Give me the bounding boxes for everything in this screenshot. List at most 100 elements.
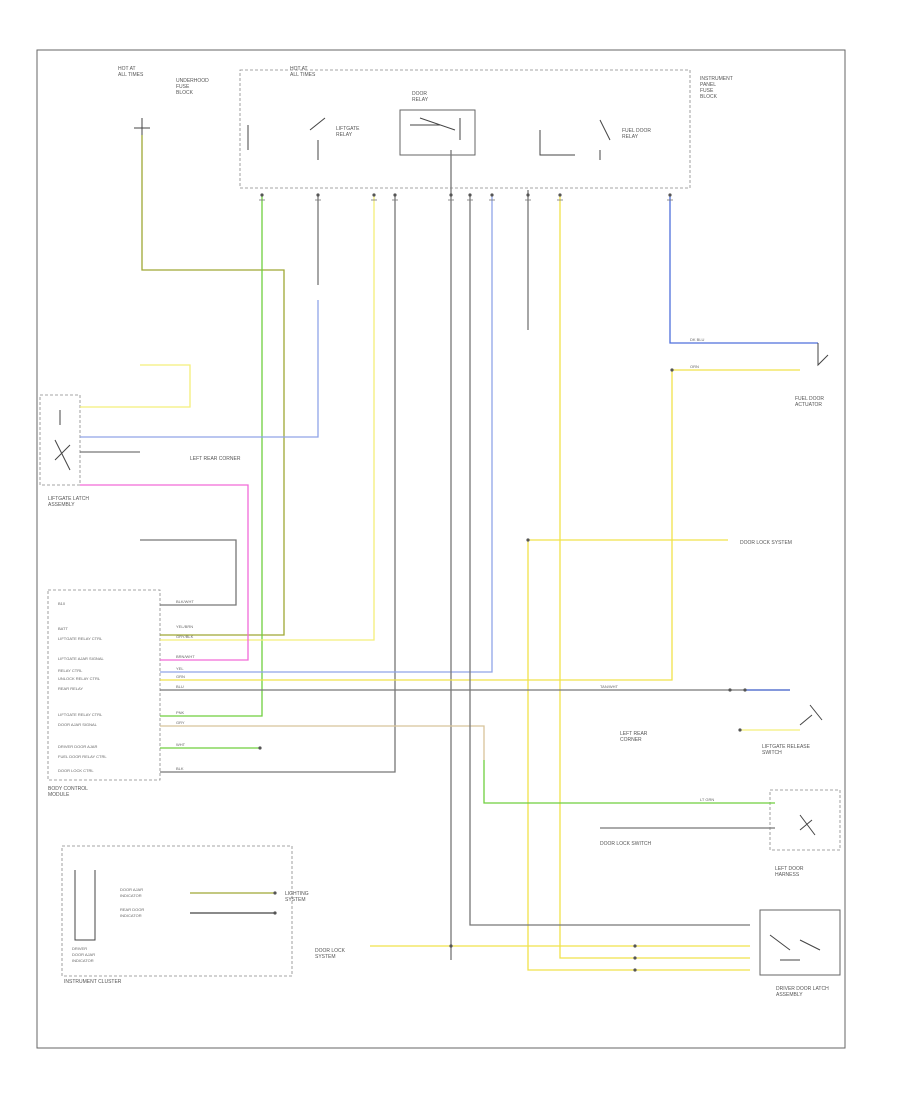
bcm-pin-8: DOOR AJAR SIGNAL bbox=[58, 722, 98, 727]
junction-dot-10 bbox=[670, 368, 674, 372]
component-fuel-door-relay-line-0: FUEL DOOR bbox=[622, 128, 651, 134]
wire-label-0: BLK/WHT bbox=[176, 599, 194, 604]
bcm-pin-9: DRIVER DOOR AJAR bbox=[58, 744, 97, 749]
bcm-pin-2: LIFTGATE RELAY CTRL bbox=[58, 636, 103, 641]
wire-label-9: WHT bbox=[176, 742, 186, 747]
fuse-block-region bbox=[239, 69, 691, 189]
junction-dot-2 bbox=[372, 193, 376, 197]
junction-dot-15 bbox=[633, 956, 637, 960]
wire-label-4: YEL bbox=[176, 666, 184, 671]
diagram-border bbox=[36, 49, 846, 1049]
component-instrument-panel-block-line-1: PANEL bbox=[700, 82, 716, 88]
cluster-indicator-symbol bbox=[74, 870, 96, 941]
component-lighting-system-line-1: SYSTEM bbox=[285, 897, 306, 903]
component-fuel-door-relay-line-1: RELAY bbox=[622, 134, 639, 140]
component-left-door-harness-line-1: HARNESS bbox=[775, 872, 800, 878]
wire-ip-block-gray bbox=[140, 539, 237, 606]
bcm-pin-1: BATT bbox=[58, 626, 68, 631]
junction-dot-13 bbox=[449, 944, 453, 948]
door-lock-switch-region bbox=[769, 789, 841, 851]
wire-driver-latch-yellow bbox=[527, 540, 750, 971]
wire-liftgate-latch-yellow bbox=[80, 364, 191, 408]
component-liftgate-latch-assembly-line-1: ASSEMBLY bbox=[48, 502, 75, 508]
wire-label-11: TAN/WHT bbox=[600, 684, 618, 689]
liftgate-switch-symbol bbox=[799, 704, 823, 726]
component-door-relay-line-1: RELAY bbox=[412, 97, 429, 103]
component-hot-at-all-times-left-line-0: HOT AT bbox=[118, 66, 136, 72]
fuel-door-relay-symbol bbox=[539, 119, 611, 160]
component-door-relay-line-0: DOOR bbox=[412, 91, 427, 97]
wire-label-1: YEL/BRN bbox=[176, 624, 193, 629]
junction-dot-18 bbox=[273, 891, 277, 895]
component-door-lock-system-line-0: DOOR LOCK SYSTEM bbox=[740, 540, 792, 546]
component-left-rear-corner-2-line-0: LEFT REAR bbox=[620, 731, 648, 737]
junction-dot-4 bbox=[449, 193, 453, 197]
junction-dot-5 bbox=[468, 193, 472, 197]
liftgate-relay-symbol bbox=[247, 117, 326, 160]
wire-label-13: DK BLU bbox=[690, 337, 705, 342]
component-underhood-fuse-block-line-2: BLOCK bbox=[176, 90, 194, 96]
wire-layer bbox=[80, 135, 818, 971]
wire-lock-yellow bbox=[559, 195, 750, 959]
wire-tan bbox=[160, 725, 485, 760]
junction-dot-19 bbox=[273, 911, 277, 915]
component-hot-at-all-times-center-line-0: HOT AT bbox=[290, 66, 308, 72]
hot-at-all-times-fuse bbox=[134, 118, 150, 135]
cluster-rear-door-label-line-0: REAR DOOR bbox=[120, 907, 144, 912]
component-left-rear-corner-line-0: LEFT REAR CORNER bbox=[190, 456, 241, 462]
wire-label-10: BLK bbox=[176, 766, 184, 771]
cluster-region bbox=[61, 845, 293, 977]
wire-liftgate-relay-yellow bbox=[160, 195, 375, 641]
component-underhood-fuse-block-line-0: UNDERHOOD bbox=[176, 78, 209, 84]
component-fuel-door-actuator-line-0: FUEL DOOR bbox=[795, 396, 824, 402]
component-lighting-system-line-0: LIGHTING bbox=[285, 891, 309, 897]
frame-layer bbox=[36, 49, 846, 1049]
component-hot-at-all-times-left-line-1: ALL TIMES bbox=[118, 72, 144, 78]
wire-label-8: GRY bbox=[176, 720, 185, 725]
wire-label-2: GRY/BLK bbox=[176, 634, 194, 639]
component-liftgate-relay-line-0: LIFTGATE bbox=[336, 126, 360, 132]
wire-fuel-ctrl-yellow bbox=[160, 370, 673, 681]
component-instrument-panel-block-line-2: FUSE bbox=[700, 88, 714, 94]
junction-dot-0 bbox=[260, 193, 264, 197]
junction-dot-8 bbox=[558, 193, 562, 197]
bcm-pin-7: LIFTGATE RELAY CTRL bbox=[58, 712, 103, 717]
junction-dot-14 bbox=[633, 944, 637, 948]
junction-dot-16 bbox=[633, 968, 637, 972]
wire-door-lock-gray bbox=[160, 195, 396, 773]
cluster-door-ajar-label-line-1: INDICATOR bbox=[120, 893, 142, 898]
junction-dot-3 bbox=[393, 193, 397, 197]
door-lock-switch-symbol bbox=[799, 814, 816, 836]
wire-liftgate-pink bbox=[80, 484, 249, 661]
component-driver-door-latch-line-0: DRIVER DOOR LATCH bbox=[776, 986, 829, 992]
symbol-layer bbox=[54, 117, 829, 972]
bcm-pin-3: LIFTGATE AJAR SIGNAL bbox=[58, 656, 104, 661]
junction-dot-6 bbox=[490, 193, 494, 197]
junction-dot-11 bbox=[526, 538, 530, 542]
component-body-control-module-line-1: MODULE bbox=[48, 792, 70, 798]
component-door-lock-system-2-line-0: DOOR LOCK bbox=[315, 948, 346, 954]
wire-label-7: PNK bbox=[176, 710, 185, 715]
wire-batt-olive bbox=[141, 135, 285, 636]
bcm-pin-5: UNLOCK RELAY CTRL bbox=[58, 676, 101, 681]
junction-dot-9 bbox=[668, 193, 672, 197]
wire-fuel-door-blue bbox=[669, 195, 818, 344]
junction-dot-12 bbox=[738, 728, 742, 732]
cluster-device-label-line-2: INDICATOR bbox=[72, 958, 94, 963]
